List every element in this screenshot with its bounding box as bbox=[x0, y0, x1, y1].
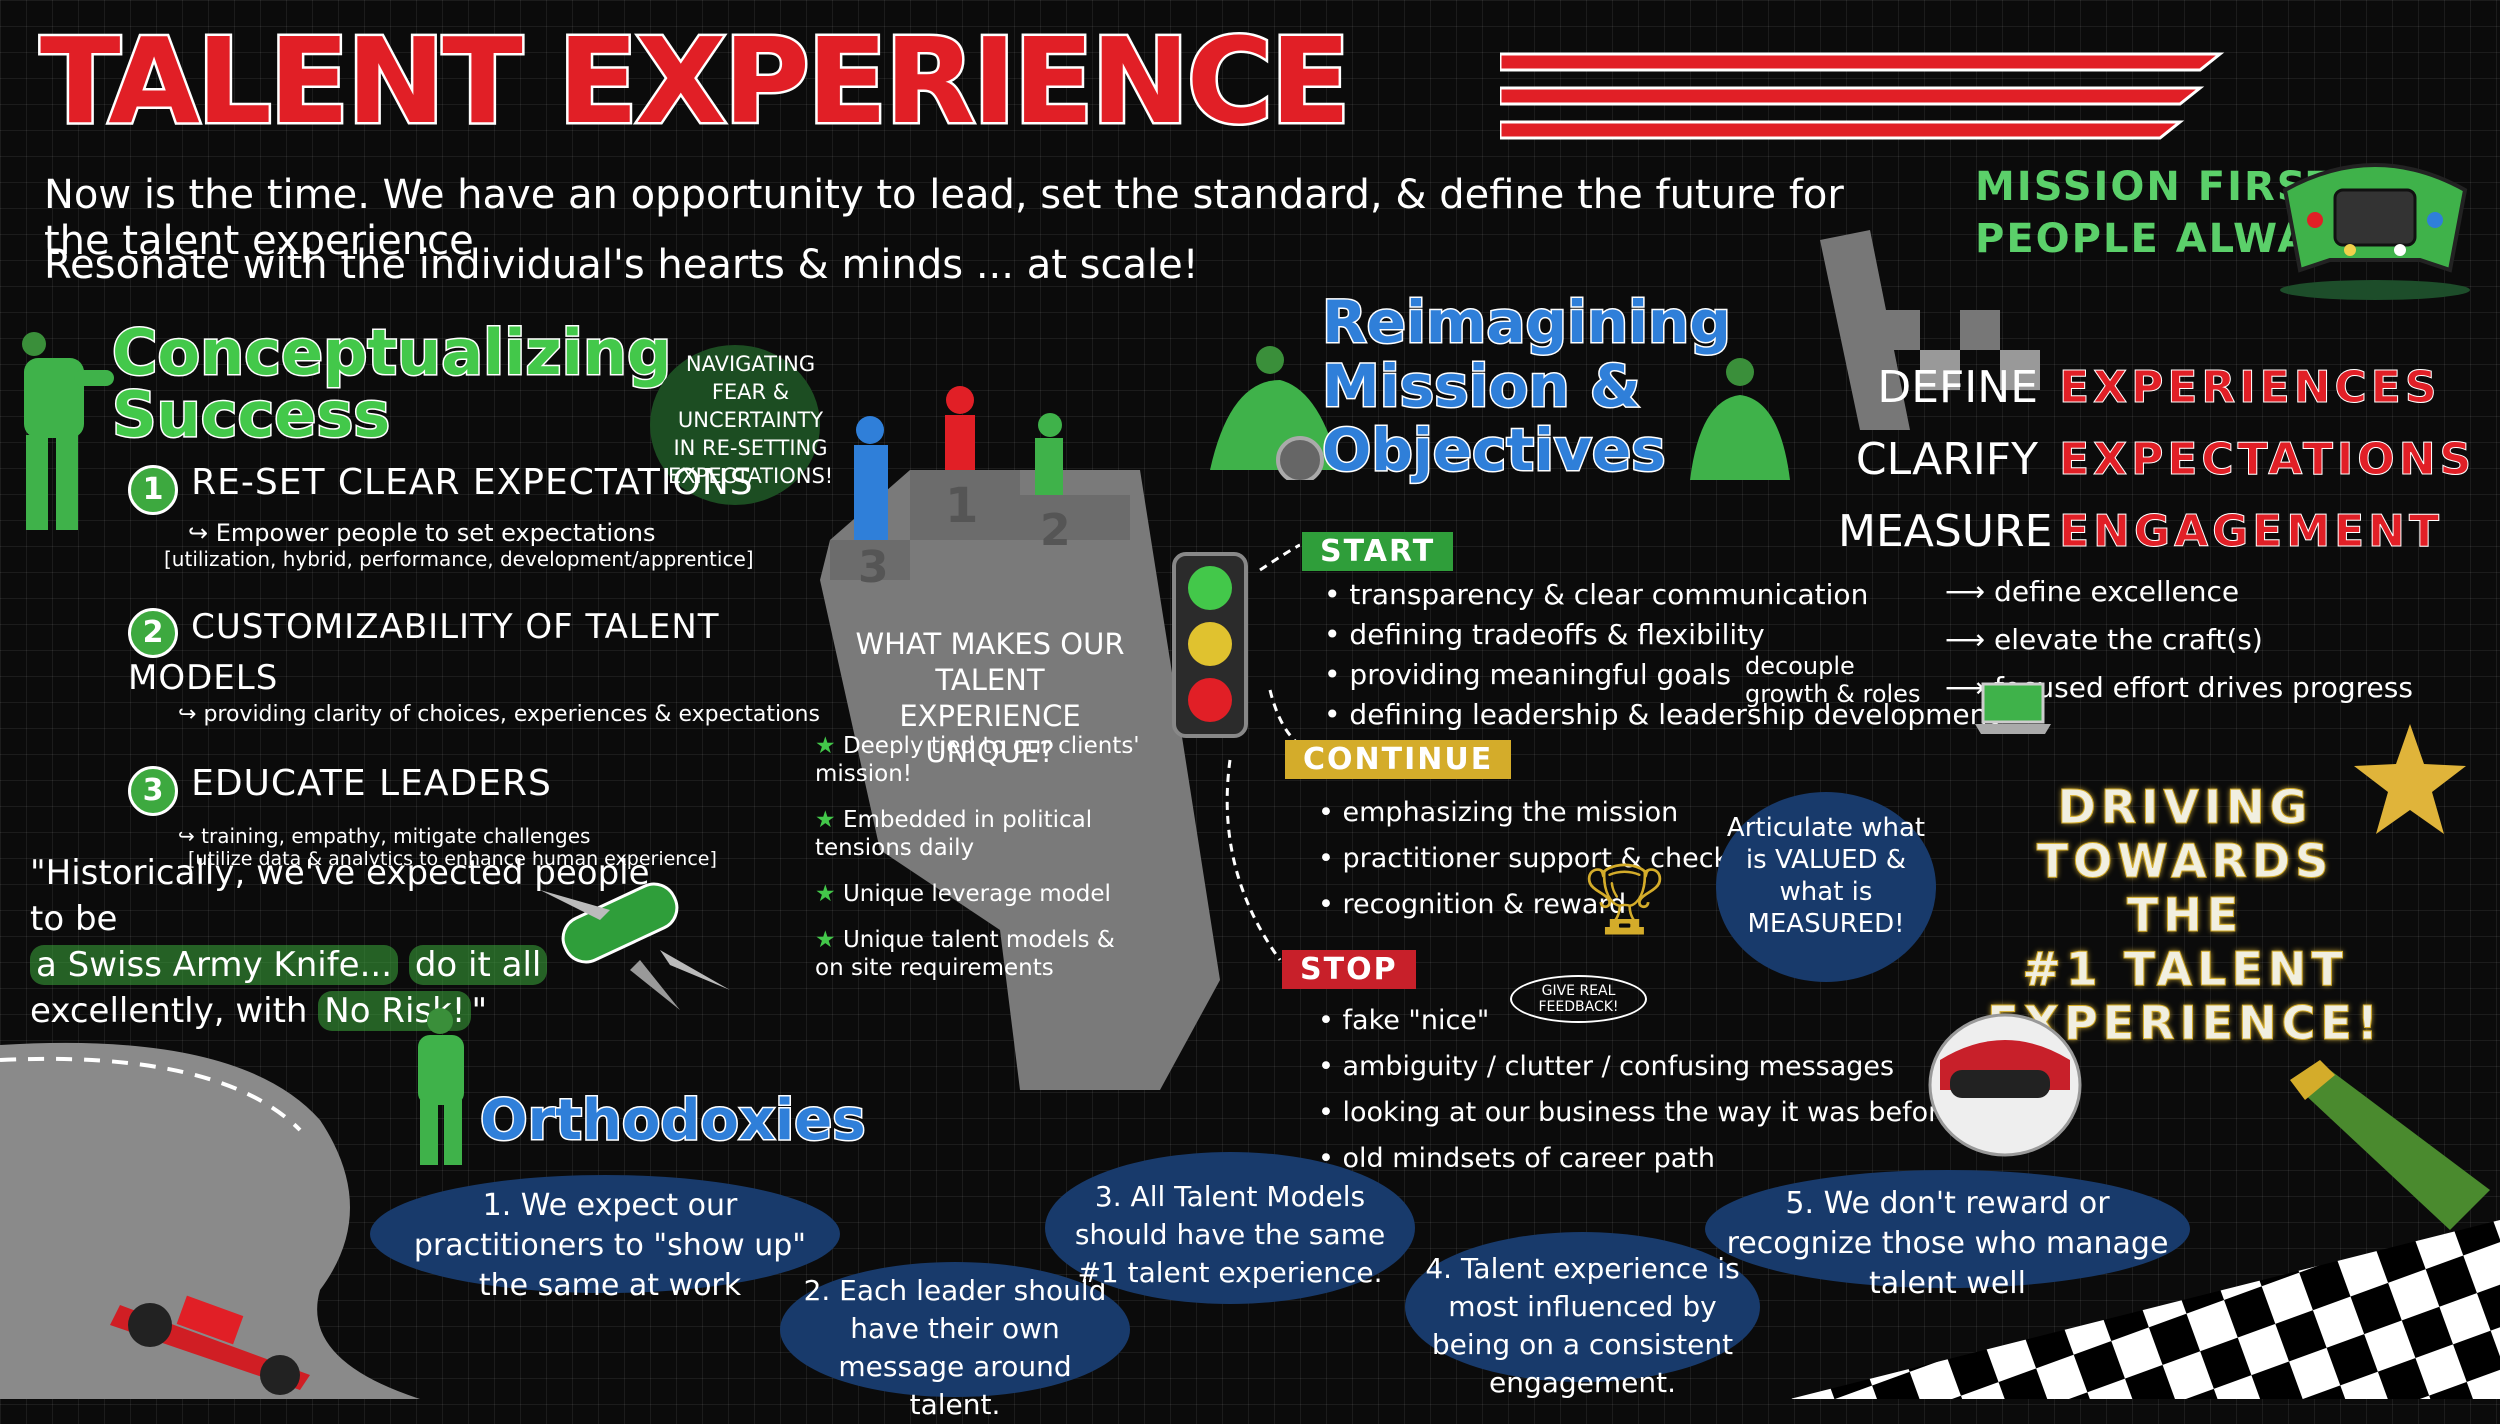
checkered-finish-flag bbox=[1790, 1220, 2500, 1399]
driving-line: TOWARDS THE bbox=[2036, 834, 2334, 943]
list-item: ⟶ focused effort drives progress bbox=[1945, 671, 2413, 704]
podium-question: WHAT MAKES OUR TALENT EXPERIENCE UNIQUE? bbox=[855, 627, 1125, 769]
list-item: • practitioner support & check ins bbox=[1318, 843, 1777, 874]
mechanic-figure-icon bbox=[1210, 346, 1340, 480]
stop-list: • fake "nice" • ambiguity / clutter / co… bbox=[1318, 998, 2033, 1182]
orthodoxy-2: 2. Each leader should have their own mes… bbox=[803, 1274, 1107, 1421]
conceptualizing-list: 1 RE-SET CLEAR EXPECTATIONS ↪ Empower pe… bbox=[128, 462, 848, 870]
mission-first-text: MISSION FIRST bbox=[1975, 164, 2337, 210]
list-item: ★ Unique talent models & on site require… bbox=[815, 927, 1115, 981]
navigating-note: NAVIGATING FEAR & UNCERTAINTY IN RE-SETT… bbox=[668, 352, 834, 488]
dcm-row: DEFINE EXPERIENCES bbox=[1877, 362, 2441, 414]
worker-figure-icon bbox=[22, 332, 114, 530]
list-item: ★ Embedded in political tensions daily bbox=[815, 807, 1093, 861]
swiss-army-knife-icon bbox=[540, 882, 730, 1010]
decouple-note: decouple growth & roles bbox=[1745, 652, 1921, 708]
feedback-speech-bubble: GIVE REAL FEEDBACK! bbox=[1510, 975, 1647, 1023]
list-item: • emphasizing the mission bbox=[1318, 797, 1679, 828]
list-item: 1 RE-SET CLEAR EXPECTATIONS ↪ Empower pe… bbox=[128, 462, 848, 571]
list-item: 3 EDUCATE LEADERS ↪ training, empathy, m… bbox=[128, 763, 848, 870]
orthodoxy-1: 1. We expect our practitioners to "show … bbox=[413, 1188, 807, 1303]
articulate-note: Articulate what is VALUED & what is MEAS… bbox=[1726, 813, 1926, 939]
podium-tower-graphic bbox=[820, 386, 1220, 1090]
list-item: • looking at our business the way it was… bbox=[1318, 1097, 2033, 1128]
list-item: • defining tradeoffs & flexibility bbox=[1324, 618, 1765, 651]
define-clarify-measure: DEFINE EXPERIENCES CLARIFY EXPECTATIONS … bbox=[1838, 362, 2500, 578]
orthodoxy-oval-2 bbox=[780, 1262, 1130, 1397]
gold-star-icon bbox=[2354, 724, 2466, 834]
continue-label: CONTINUE bbox=[1285, 740, 1512, 779]
orthodoxy-5: 5. We don't reward or recognize those wh… bbox=[1726, 1186, 2169, 1301]
orthodoxy-3: 3. All Talent Models should have the sam… bbox=[1074, 1180, 1386, 1289]
item-sub2: [utilization, hybrid, performance, devel… bbox=[164, 546, 754, 571]
start-label: START bbox=[1302, 532, 1454, 571]
racing-helmet-icon bbox=[1928, 1013, 2082, 1157]
worker-figure-icon bbox=[418, 1008, 464, 1165]
arrow-list: ⟶ define excellence ⟶ elevate the craft(… bbox=[1945, 568, 2413, 712]
heading-line-2: Mission & bbox=[1321, 352, 1642, 420]
orthodoxy-oval-5 bbox=[1705, 1170, 2190, 1288]
list-item: ⟶ elevate the craft(s) bbox=[1945, 623, 2263, 656]
intro-line-1: Now is the time. We have an opportunity … bbox=[44, 172, 1844, 264]
item-number-badge: 1 bbox=[128, 464, 178, 515]
intro-line-2: Resonate with the individual's hearts & … bbox=[44, 242, 1199, 288]
laptop-icon bbox=[1975, 682, 2051, 734]
list-item: ★ Deeply tied to our clients' mission! bbox=[815, 733, 1140, 787]
list-item: ⟶ define excellence bbox=[1945, 575, 2240, 608]
quote-line-2: a Swiss Army Knife... do it all bbox=[30, 942, 670, 988]
orthodoxy-oval-1 bbox=[370, 1175, 840, 1293]
list-item: 2 CUSTOMIZABILITY OF TALENT MODELS ↪ pro… bbox=[128, 606, 848, 727]
title-speed-stripes bbox=[1500, 52, 2225, 140]
reimagining-heading: Reimagining Mission & Objectives bbox=[1321, 288, 1733, 484]
race-car-icon bbox=[110, 1295, 310, 1395]
mechanic-figure-icon bbox=[1690, 358, 1790, 480]
checkered-flag-icon bbox=[1820, 230, 2040, 430]
race-track-graphic bbox=[0, 1042, 420, 1399]
quote-line-1: "Historically, we've expected people to … bbox=[30, 853, 650, 939]
stop-label: STOP bbox=[1282, 950, 1416, 989]
podium-number-3: 3 bbox=[858, 542, 889, 593]
unique-list: ★ Deeply tied to our clients' mission! ★… bbox=[815, 732, 1145, 982]
traffic-light-icon bbox=[1172, 552, 1248, 738]
item-sub: ↪ training, empathy, mitigate challenges bbox=[178, 823, 591, 848]
list-item: ★ Unique leverage model bbox=[815, 881, 1111, 907]
success-heading: Success bbox=[110, 378, 391, 451]
podium-number-1: 1 bbox=[945, 478, 979, 534]
item-title: EDUCATE LEADERS bbox=[191, 763, 552, 804]
trophy-icon: 🏆︎ bbox=[1580, 858, 1669, 940]
item-number-badge: 2 bbox=[128, 608, 178, 658]
item-title: RE-SET CLEAR EXPECTATIONS bbox=[191, 462, 754, 503]
driving-line: #1 TALENT bbox=[2022, 942, 2348, 997]
item-sub: ↪ Empower people to set expectations bbox=[188, 518, 656, 547]
heading-line-1: Reimagining bbox=[1321, 288, 1733, 356]
driving-line: DRIVING bbox=[2057, 780, 2313, 835]
orthodoxy-oval-4 bbox=[1405, 1232, 1760, 1382]
list-item: • defining leadership & leadership devel… bbox=[1324, 698, 1999, 731]
steering-wheel-icon bbox=[2280, 163, 2470, 300]
item-number-badge: 3 bbox=[128, 765, 178, 816]
swiss-army-quote: "Historically, we've expected people to … bbox=[30, 850, 670, 1034]
item-sub2: [utilize data & analytics to enhance hum… bbox=[188, 847, 717, 870]
list-item: • ambiguity / clutter / confusing messag… bbox=[1318, 1051, 1895, 1082]
heading-line-3: Objectives bbox=[1321, 416, 1668, 484]
podium-number-2: 2 bbox=[1040, 505, 1071, 556]
list-item: • recognition & reward bbox=[1318, 889, 1627, 920]
articulate-bubble bbox=[1716, 792, 1936, 982]
orthodoxies-heading: Orthodoxies bbox=[479, 1087, 868, 1155]
conceptualizing-heading: Conceptualizing bbox=[110, 316, 672, 389]
orthodoxy-4: 4. Talent experience is most influenced … bbox=[1425, 1252, 1740, 1399]
list-item: • transparency & clear communication bbox=[1324, 578, 1869, 611]
start-list: • transparency & clear communication • d… bbox=[1324, 575, 1998, 735]
champagne-bottle-icon bbox=[2290, 1060, 2490, 1230]
continue-list: • emphasizing the mission • practitioner… bbox=[1318, 790, 1776, 928]
orthodoxy-oval-3 bbox=[1045, 1152, 1415, 1304]
item-title: CUSTOMIZABILITY OF TALENT MODELS bbox=[128, 606, 720, 699]
dcm-row: MEASURE ENGAGEMENT bbox=[1838, 506, 2443, 558]
dcm-row: CLARIFY EXPECTATIONS bbox=[1855, 434, 2476, 486]
page-title: TALENT EXPERIENCE bbox=[38, 12, 1354, 150]
item-sub: ↪ providing clarity of choices, experien… bbox=[178, 702, 820, 727]
list-item: • fake "nice" bbox=[1318, 1005, 1490, 1036]
navigating-bubble bbox=[650, 345, 820, 505]
list-item: • providing meaningful goals bbox=[1324, 658, 1731, 691]
